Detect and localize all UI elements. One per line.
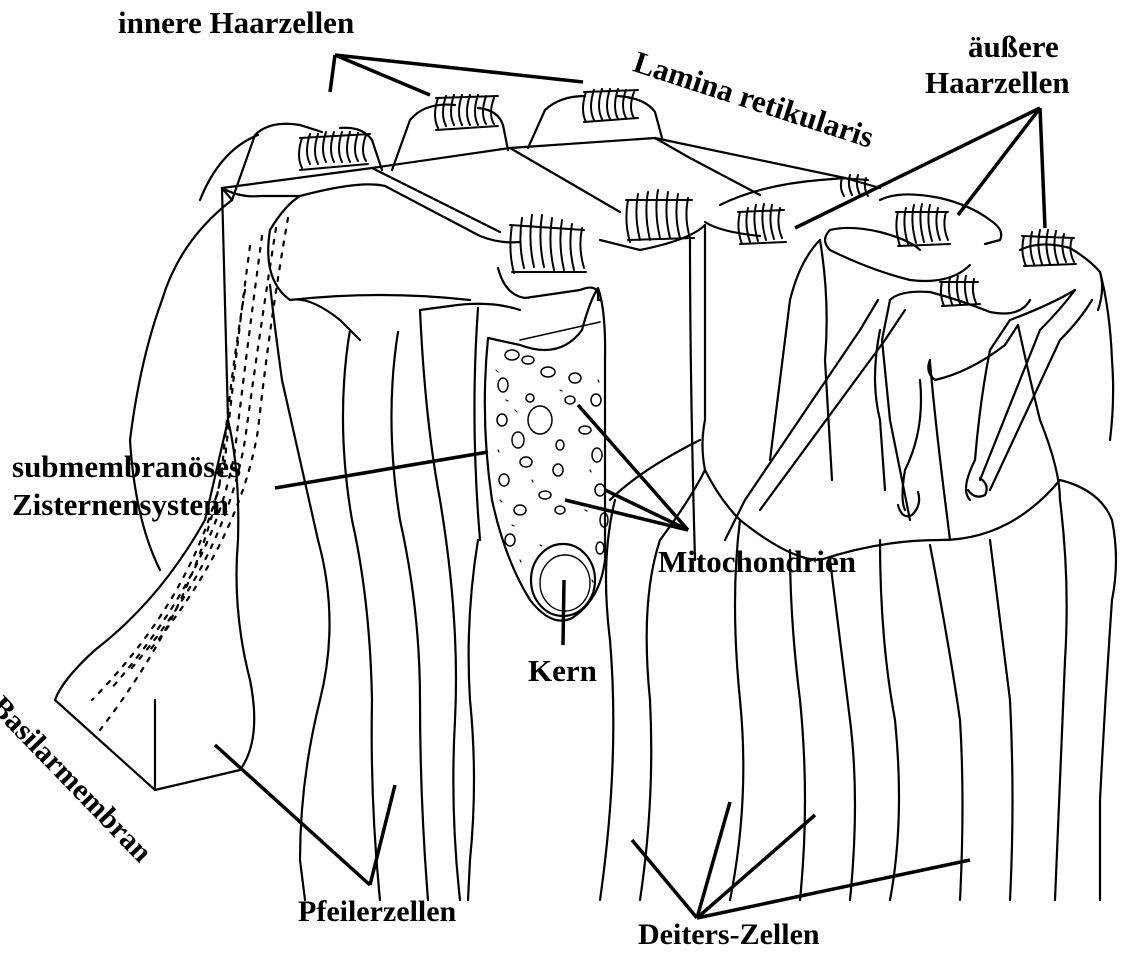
label-pillar-cells: Pfeilerzellen — [298, 895, 456, 928]
label-submembranous-line1: submembranöses — [12, 450, 241, 484]
leader-inner-1 — [330, 55, 335, 92]
leader-nucleus — [563, 580, 564, 645]
label-deiters-cells: Deiters-Zellen — [638, 918, 820, 951]
leader-mito-1 — [578, 405, 688, 530]
leader-deiters-2 — [697, 802, 730, 918]
leader-pillar-1 — [215, 745, 370, 885]
label-nucleus: Kern — [528, 654, 597, 688]
leader-lines — [215, 55, 1045, 918]
label-inner-hair-cells: innere Haarzellen — [118, 6, 354, 40]
leader-outer-2 — [958, 108, 1040, 215]
label-submembranous-line2: Zisternensystem — [12, 488, 229, 522]
leader-inner-3 — [335, 55, 583, 82]
leader-deiters-1 — [632, 840, 697, 918]
leader-deiters-3 — [697, 815, 815, 918]
inner-hair-cell-body — [485, 268, 605, 621]
leader-mito-3 — [565, 500, 688, 530]
label-outer-hair-cells-line1: äußere — [968, 30, 1059, 64]
inner-hair-cell-tops — [232, 96, 662, 200]
leader-mito-2 — [605, 490, 688, 530]
leader-deiters-4 — [697, 860, 970, 918]
leader-outer-3 — [1040, 108, 1045, 228]
label-outer-hair-cells-line2: Haarzellen — [925, 66, 1070, 100]
stereocilia-inner — [299, 89, 638, 170]
label-mitochondria: Mitochondrien — [658, 545, 856, 579]
leader-cistern — [275, 452, 488, 488]
